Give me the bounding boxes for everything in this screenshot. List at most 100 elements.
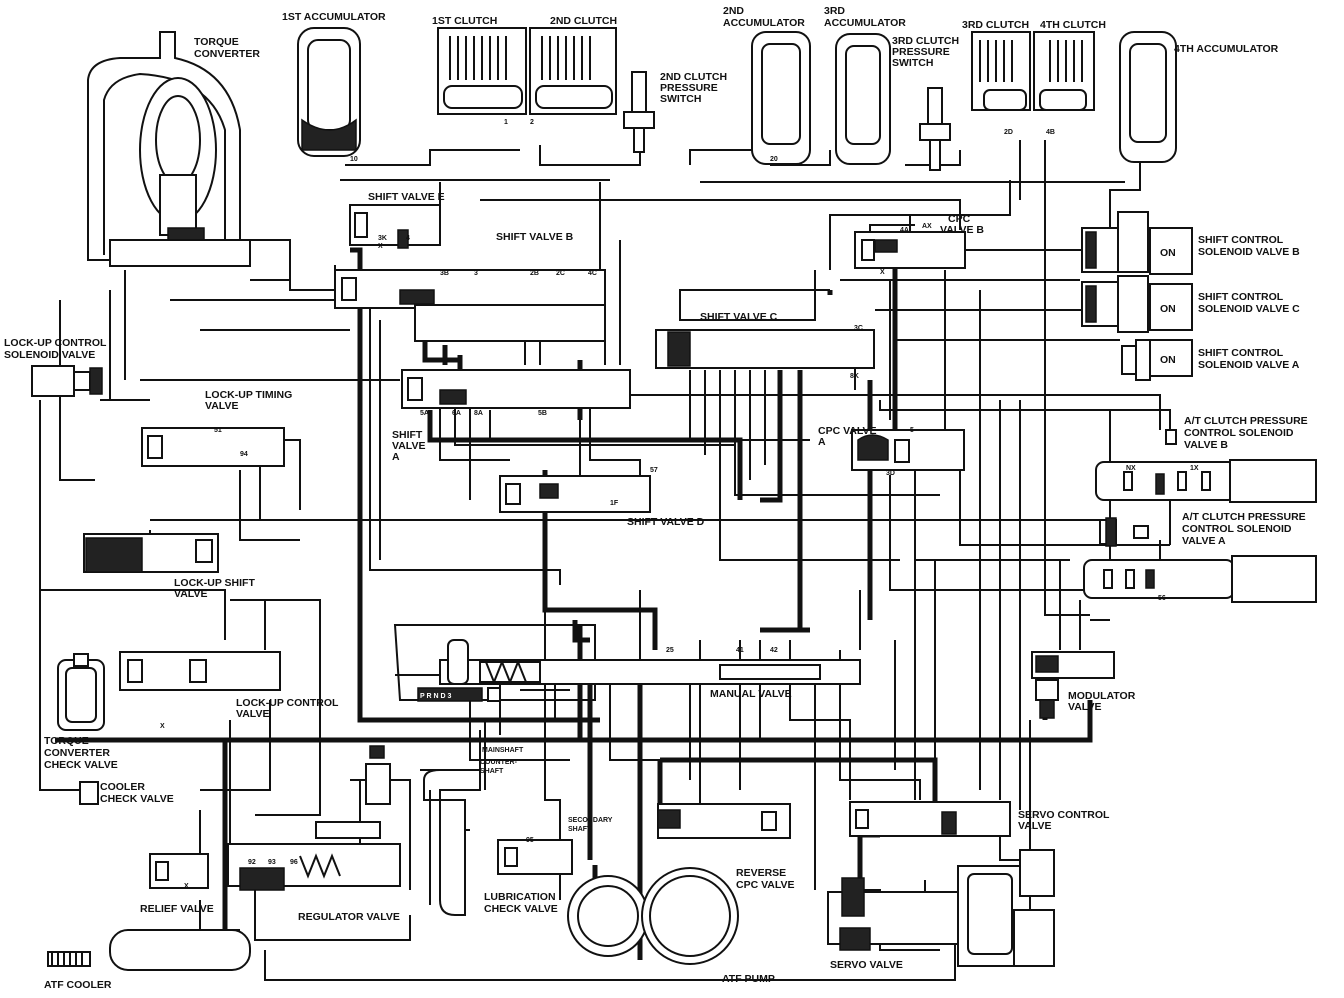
shift-valve-e-label: SHIFT VALVE E [368, 191, 445, 203]
lockup-control-solenoid-label: LOCK-UP CONTROL SOLENOID VALVE [4, 337, 109, 361]
third-accumulator [835, 33, 891, 165]
port-3: 3 [474, 270, 478, 277]
first-clutch-label: 1ST CLUTCH [432, 15, 497, 27]
torque-converter [87, 31, 251, 267]
port-25: 25 [666, 647, 674, 654]
first-accumulator [297, 27, 361, 157]
shift-valve-c-label: SHIFT VALVE C [700, 311, 778, 323]
second-clutch-pressure-switch [623, 71, 655, 153]
port-4a: 4A [900, 227, 909, 234]
shift-valve-a-label: SHIFT VALVE A [392, 429, 428, 463]
port-8k: 8K [850, 373, 859, 380]
port-4b: 4B [1046, 129, 1055, 136]
shift-valve-b [334, 269, 606, 309]
shift-control-solenoid-a-label: SHIFT CONTROL SOLENOID VALVE A [1198, 347, 1300, 371]
port-2c: 2C [556, 270, 565, 277]
port-8a: 8A [474, 410, 483, 417]
port-92: 92 [248, 859, 256, 866]
lockup-control-valve-label: LOCK-UP CONTROL VALVE [236, 697, 341, 720]
solenoid-b-state: ON [1160, 247, 1176, 259]
third-clutch [971, 31, 1031, 111]
port-codes: 10 1 2 20 2D 4B 3B 3 2B 2C 4C 4 3C 4A AX… [160, 119, 1199, 890]
port-1: 1 [504, 119, 508, 126]
reverse-cpc-valve [657, 803, 791, 839]
gear-positions: P R N D 3 [420, 693, 451, 700]
second-clutch [529, 27, 617, 115]
port-2b: 2B [530, 270, 539, 277]
port-5: 5 [910, 427, 914, 434]
port-1x: 1X [1190, 465, 1199, 472]
shift-control-solenoid-c: ON [1081, 275, 1193, 333]
relief-valve-label: RELIEF VALVE [140, 903, 214, 915]
fourth-accumulator [1119, 31, 1177, 163]
port-94: 94 [240, 451, 248, 458]
solenoid-c-state: ON [1160, 303, 1176, 315]
port-6a: 6A [452, 410, 461, 417]
third-accumulator-label: 3RD ACCUMULATOR [824, 5, 906, 29]
torque-converter-check-valve [57, 653, 105, 731]
port-5b: 5B [538, 410, 547, 417]
fourth-clutch [1033, 31, 1095, 111]
port-3c: 3C [854, 325, 863, 332]
shift-control-solenoid-b-label: SHIFT CONTROL SOLENOID VALVE B [1198, 234, 1300, 258]
port-96: 96 [290, 859, 298, 866]
shift-valve-b-label: SHIFT VALVE B [496, 231, 574, 243]
port-5a: 5A [420, 410, 429, 417]
atf-cooler [47, 929, 251, 971]
first-clutch [437, 27, 527, 115]
reverse-cpc-valve-label: REVERSE CPC VALVE [736, 867, 795, 891]
second-accumulator-label: 2ND ACCUMULATOR [723, 5, 805, 29]
port-nx: NX [1126, 465, 1136, 472]
port-x1: X [378, 243, 383, 250]
lockup-control-valve [119, 651, 281, 691]
at-clutch-pressure-solenoid-a-label: A/T CLUTCH PRESSURE CONTROL SOLENOID VAL… [1182, 511, 1309, 547]
modulator-valve-label: MODULATOR VALVE [1068, 690, 1138, 713]
port-42: 42 [770, 647, 778, 654]
second-clutch-pressure-switch-label: 2ND CLUTCH PRESSURE SWITCH [660, 71, 730, 105]
port-3d: 3D [886, 470, 895, 477]
cooler-check-valve [79, 781, 99, 805]
regulator-valve [227, 821, 401, 891]
lockup-control-solenoid [31, 365, 103, 397]
third-clutch-pressure-switch-label: 3RD CLUTCH PRESSURE SWITCH [892, 35, 962, 69]
manual-valve [439, 639, 861, 685]
cpc-valve-a [851, 429, 965, 471]
port-10: 10 [350, 156, 358, 163]
secondary-shaft-label: SECONDARY SHAFT [568, 817, 614, 833]
lubrication-check-valve [497, 839, 573, 875]
shift-valve-d-label: SHIFT VALVE D [627, 516, 705, 528]
shift-valve-c [655, 329, 875, 369]
servo-valve [827, 849, 1055, 967]
second-clutch-label: 2ND CLUTCH [550, 15, 617, 27]
shift-valve-upper [414, 304, 606, 342]
first-accumulator-label: 1ST ACCUMULATOR [282, 11, 386, 23]
atf-cooler-label: ATF COOLER [44, 979, 112, 991]
port-3b: 3B [440, 270, 449, 277]
servo-valve-label: SERVO VALVE [830, 959, 903, 971]
torque-converter-label: TORQUE CONVERTER [194, 36, 260, 60]
port-20: 20 [770, 156, 778, 163]
port-4c: 4C [588, 270, 597, 277]
port-2: 2 [530, 119, 534, 126]
cpc-valve-b-label: CPC VALVE B [940, 213, 984, 236]
manual-valve-label: MANUAL VALVE [710, 688, 792, 700]
third-clutch-pressure-switch [919, 87, 951, 171]
regulator-valve-label: REGULATOR VALVE [298, 911, 400, 923]
at-clutch-pressure-solenoid-b [1095, 429, 1317, 503]
torque-converter-check-valve-label: TORQUE CONVERTER CHECK VALVE [44, 735, 118, 771]
lockup-timing-valve-label: LOCK-UP TIMING VALVE [205, 389, 295, 412]
port-95: 95 [526, 837, 534, 844]
port-3k: 3K [378, 235, 387, 242]
cooler-check-valve-label: COOLER CHECK VALVE [100, 781, 174, 805]
shift-control-solenoid-a: ON [1121, 339, 1193, 381]
port-ax: AX [922, 223, 932, 230]
atf-pump [567, 867, 739, 965]
shaft-block [365, 745, 481, 916]
fourth-clutch-label: 4TH CLUTCH [1040, 19, 1106, 31]
lubrication-check-valve-label: LUBRICATION CHECK VALVE [484, 891, 558, 915]
third-clutch-label: 3RD CLUTCH [962, 19, 1029, 31]
gear-selector: P R N D 3 [417, 687, 501, 702]
countershaft-label: COUNTER- SHAFT [480, 759, 519, 775]
servo-control-valve-label: SERVO CONTROL VALVE [1018, 809, 1112, 832]
port-1f: 1F [610, 500, 619, 507]
